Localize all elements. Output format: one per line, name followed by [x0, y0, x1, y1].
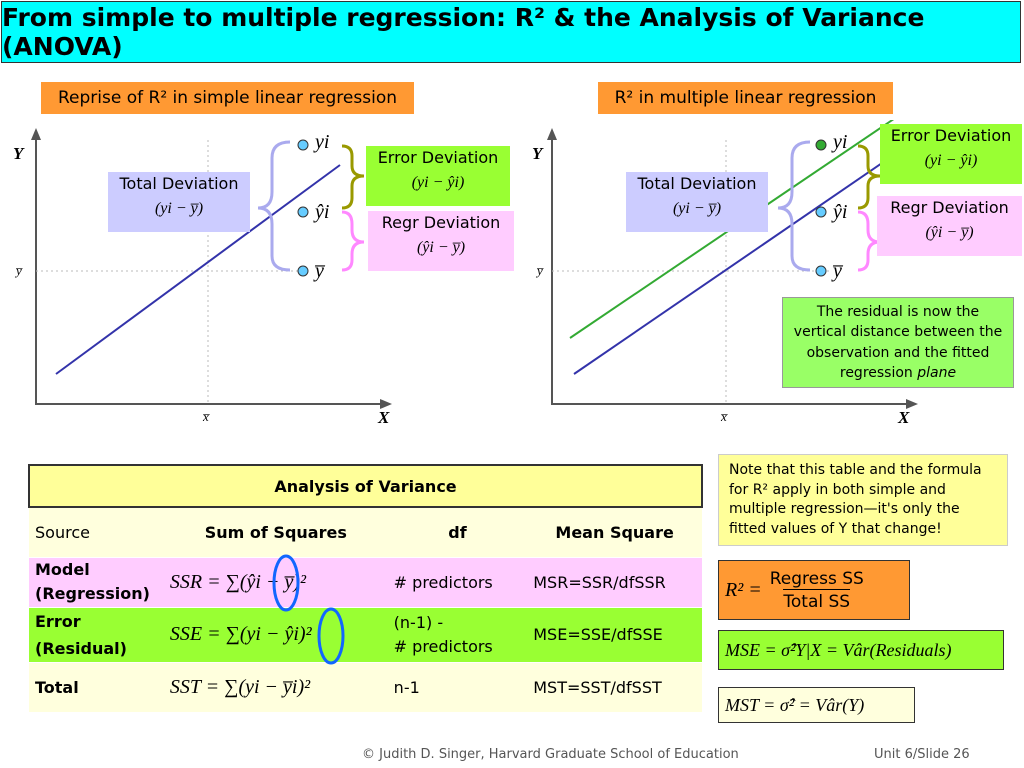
right-label-yi: yi	[833, 131, 848, 153]
total-source: Total	[29, 662, 164, 713]
right-x-arrow	[906, 399, 918, 409]
left-label-yhat: ŷi	[315, 201, 330, 223]
left-regr-dev-formula: (ŷi − y̅)	[416, 238, 466, 256]
model-df: # predictors	[387, 557, 528, 608]
left-diagram	[31, 128, 392, 409]
right-total-dev-formula: (yi − y̅)	[672, 199, 722, 217]
left-x-arrow	[380, 399, 392, 409]
left-error-dev-label: Error Deviation	[377, 148, 499, 167]
model-ms: MSR=SSR/dfSSR	[527, 557, 702, 608]
total-ss: SST = ∑(yi − y̅i)²	[163, 662, 388, 713]
right-total-dev-label: Total Deviation	[637, 174, 757, 193]
right-total-brace	[777, 140, 811, 272]
slide-title: From simple to multiple regression: R² &…	[1, 1, 1021, 63]
error-source-sub: (Residual)	[35, 638, 127, 658]
left-y-arrow	[31, 128, 41, 140]
left-error-dev-formula: (yi − ŷi)	[411, 173, 465, 191]
anova-table: Analysis of Variance Source Sum of Squar…	[28, 464, 703, 713]
error-df: (n-1) -	[393, 612, 444, 632]
left-regr-brace	[341, 210, 365, 272]
footer-slide-number: Unit 6/Slide 26	[874, 747, 970, 762]
note-box: Note that this table and the formula for…	[718, 454, 1008, 546]
left-total-dev-formula: (yi − y̅)	[154, 199, 204, 217]
right-label-yhat: ŷi	[833, 201, 848, 223]
left-error-brace	[341, 144, 365, 210]
right-y-axis-label: Y	[532, 144, 543, 163]
left-panel-heading: Reprise of R² in simple linear regressio…	[40, 81, 415, 115]
left-xbar-tick: x̅	[203, 409, 209, 424]
anova-title: Analysis of Variance	[28, 464, 703, 508]
error-ms: MSE=SSE/dfSSE	[527, 607, 702, 663]
total-df: n-1	[387, 662, 528, 713]
anova-row-total: Total SST = ∑(yi − y̅i)² n-1 MST=SST/dfS…	[29, 662, 702, 713]
r2-formula: R² = Regress SS Total SS	[718, 560, 910, 620]
right-error-dev-formula: (yi − ŷi)	[924, 151, 978, 169]
r2-numerator: Regress SS	[769, 568, 864, 589]
col-source: Source	[29, 507, 164, 558]
left-total-dev-label: Total Deviation	[119, 174, 239, 193]
footer-credit: © Judith D. Singer, Harvard Graduate Sch…	[362, 747, 739, 762]
left-regr-dev-label: Regr Deviation	[381, 213, 501, 232]
residual-note-emphasis: plane	[917, 364, 957, 381]
left-total-brace	[257, 140, 291, 272]
anova-row-model: Model (Regression) SSR = ∑(ŷi − y̅)² # p…	[29, 557, 702, 608]
left-point-yi	[297, 139, 309, 151]
left-error-deviation: Error Deviation (yi − ŷi)	[366, 146, 510, 206]
left-point-ybar	[297, 265, 309, 277]
error-ss: SSE = ∑(yi − ŷi)²	[163, 607, 388, 663]
col-ss: Sum of Squares	[163, 507, 388, 558]
right-xbar-tick: x̅	[721, 409, 727, 424]
right-label-ybar: y̅	[833, 260, 842, 282]
error-source: Error	[35, 611, 81, 631]
left-x-axis-label: X	[378, 408, 390, 427]
anova-row-error: Error (Residual) SSE = ∑(yi − ŷi)² (n-1)…	[29, 607, 702, 663]
r2-lhs: R² =	[725, 578, 762, 601]
right-regression-line	[573, 147, 905, 375]
residual-note: The residual is now the vertical distanc…	[782, 297, 1014, 388]
right-regr-deviation: Regr Deviation (ŷi − y̅)	[877, 196, 1022, 256]
right-point-ybar	[815, 265, 827, 277]
left-ybar-tick: y̅	[16, 263, 22, 278]
right-error-dev-label: Error Deviation	[890, 126, 1012, 145]
left-regr-deviation: Regr Deviation (ŷi − y̅)	[368, 211, 514, 271]
right-total-deviation: Total Deviation (yi − y̅)	[626, 172, 768, 232]
total-ms: MST=SST/dfSST	[527, 662, 702, 713]
right-regr-dev-label: Regr Deviation	[890, 198, 1009, 217]
right-x-axis-label: X	[898, 408, 910, 427]
r2-denominator: Total SS	[783, 588, 851, 612]
model-ss: SSR = ∑(ŷi − y̅)²	[163, 557, 388, 608]
residual-note-text: The residual is now the vertical distanc…	[793, 304, 1003, 381]
right-panel-heading: R² in multiple linear regression	[597, 81, 894, 115]
right-y-arrow	[547, 128, 557, 140]
left-y-axis-label: Y	[13, 144, 24, 163]
left-label-ybar: y̅	[315, 260, 324, 282]
right-ybar-tick: y̅	[537, 263, 543, 278]
right-point-yhat	[815, 206, 827, 218]
col-ms: Mean Square	[527, 507, 702, 558]
mst-formula: MST = σ̂² = Vâr(Y)	[718, 687, 915, 723]
col-df: df	[387, 507, 528, 558]
left-total-deviation: Total Deviation (yi − y̅)	[108, 172, 250, 232]
right-regr-dev-formula: (ŷi − y̅)	[925, 223, 974, 241]
left-point-yhat	[297, 206, 309, 218]
left-regression-line	[55, 164, 341, 375]
model-source: Model	[35, 560, 90, 579]
left-label-yi: yi	[315, 131, 330, 153]
right-error-deviation: Error Deviation (yi − ŷi)	[880, 124, 1022, 184]
error-df-sub: # predictors	[393, 636, 493, 656]
model-source-sub: (Regression)	[35, 584, 150, 603]
right-point-yi	[815, 139, 827, 151]
mse-formula: MSE = σ̂²Y|X = Vâr(Residuals)	[718, 630, 1004, 670]
